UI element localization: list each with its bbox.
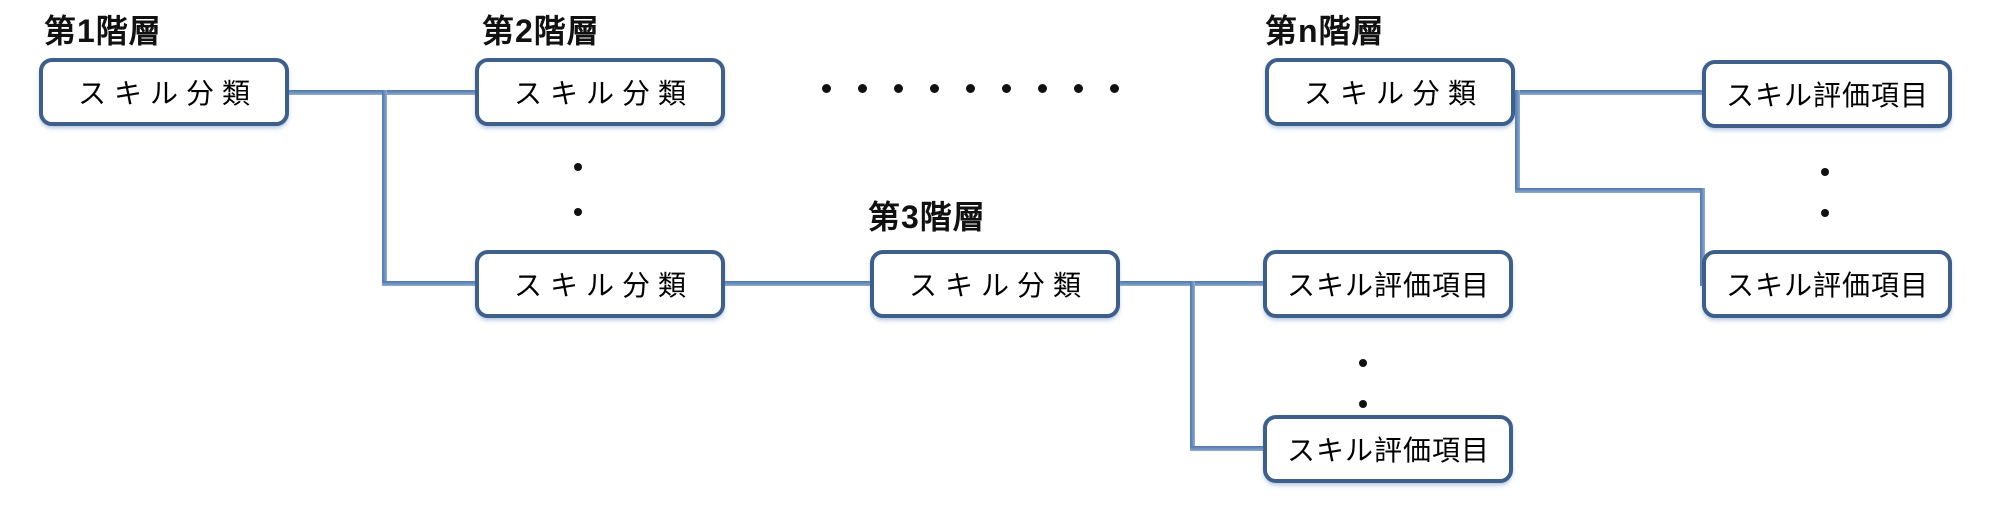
ellipsis-dot xyxy=(966,84,975,93)
node-leveln-skill-category: スキル分類 xyxy=(1265,58,1515,126)
ellipsis-vertical-leveln-eval xyxy=(1821,168,1829,217)
connector-l3-to-evalbottom xyxy=(1190,446,1263,451)
node-level3-skill-category: スキル分類 xyxy=(870,250,1120,318)
ellipsis-dot xyxy=(1359,359,1367,367)
ellipsis-vertical-level3-eval xyxy=(1359,359,1367,408)
ellipsis-dot xyxy=(1002,84,1011,93)
label-level-3: 第3階層 xyxy=(868,199,986,235)
ellipsis-dot xyxy=(1074,84,1083,93)
ellipsis-dot xyxy=(1821,168,1829,176)
node-level2-skill-category-bottom: スキル分類 xyxy=(475,250,725,318)
ellipsis-dot xyxy=(1359,400,1367,408)
ellipsis-dot xyxy=(1038,84,1047,93)
connector-ln-branch-down xyxy=(1515,90,1520,193)
connector-ln-to-evalbottom xyxy=(1700,188,1705,286)
ellipsis-vertical-level2 xyxy=(574,163,582,216)
ellipsis-dot xyxy=(930,84,939,93)
connector-l3-branch-down xyxy=(1190,281,1195,451)
node-level3-eval-item-top: スキル評価項目 xyxy=(1263,250,1513,318)
ellipsis-dot xyxy=(574,208,582,216)
ellipsis-dot xyxy=(858,84,867,93)
ellipsis-dot xyxy=(822,84,831,93)
node-leveln-eval-item-top: スキル評価項目 xyxy=(1702,60,1952,128)
label-level-n: 第n階層 xyxy=(1265,13,1385,49)
node-level2-skill-category-top: スキル分類 xyxy=(475,58,725,126)
ellipsis-dot xyxy=(894,84,903,93)
node-level3-eval-item-bottom: スキル評価項目 xyxy=(1263,415,1513,483)
connector-ln-to-evaltop xyxy=(1515,90,1702,95)
label-level-2: 第2階層 xyxy=(482,13,600,49)
node-level1-skill-category: スキル分類 xyxy=(39,58,289,126)
connector-l1-branch-down xyxy=(382,90,387,286)
ellipsis-dot xyxy=(574,163,582,171)
ellipsis-dot xyxy=(1110,84,1119,93)
ellipsis-dot xyxy=(1821,209,1829,217)
connector-l1-to-l2bottom xyxy=(382,281,475,286)
node-leveln-eval-item-bottom: スキル評価項目 xyxy=(1702,250,1952,318)
label-level-1: 第1階層 xyxy=(44,13,162,49)
connector-l2bottom-to-l3 xyxy=(725,281,870,286)
ellipsis-horizontal-levels xyxy=(822,84,1119,93)
connector-ln-branch-across xyxy=(1515,188,1702,193)
